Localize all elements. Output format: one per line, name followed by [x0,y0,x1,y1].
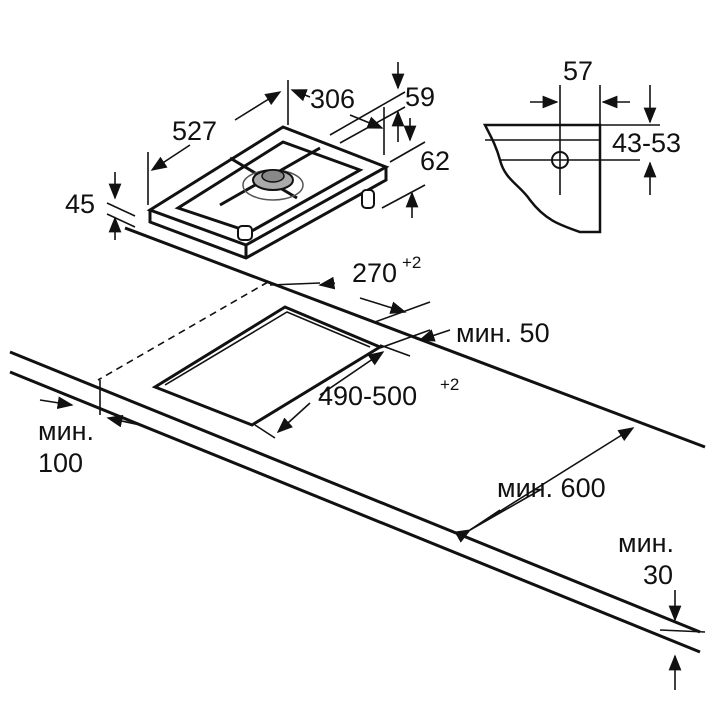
dim-527: 527 [172,116,217,146]
svg-text:+2: +2 [402,253,421,272]
dim-min-50: мин. 50 [456,318,550,348]
dim-min-600: мин. 600 [497,473,606,503]
svg-text:490-500: 490-500 [318,381,417,411]
dim-min-label: мин. [38,416,94,446]
dim-490-500: 490-500 +2 [318,375,459,411]
countertop-front-top-edge [9,350,701,634]
cutout [151,305,384,427]
section-detail [482,85,660,234]
countertop-back-edge [124,226,706,449]
dim-43-53: 43-53 [612,128,681,158]
dim-62: 62 [420,146,450,176]
dim-306: 306 [310,84,355,114]
dim-45: 45 [65,189,95,219]
svg-text:+2: +2 [440,375,459,394]
cutout-dimensions [39,276,706,690]
cutout-outline [151,305,384,427]
hob-dimensions [106,62,426,240]
dim-57: 57 [563,56,593,86]
hob-outline-dashed [97,281,269,381]
hob [146,125,390,260]
svg-text:270: 270 [352,258,397,288]
countertop-front-bottom-edge [9,370,701,654]
dim-59: 59 [405,82,435,112]
cutout-inner [164,311,371,386]
dim-min-front-label: мин. [618,528,674,558]
countertop [9,226,706,654]
dim-100: 100 [38,448,83,478]
dim-270: 270 +2 [352,253,421,288]
knob-icon [237,225,253,241]
dim-30: 30 [643,560,673,590]
